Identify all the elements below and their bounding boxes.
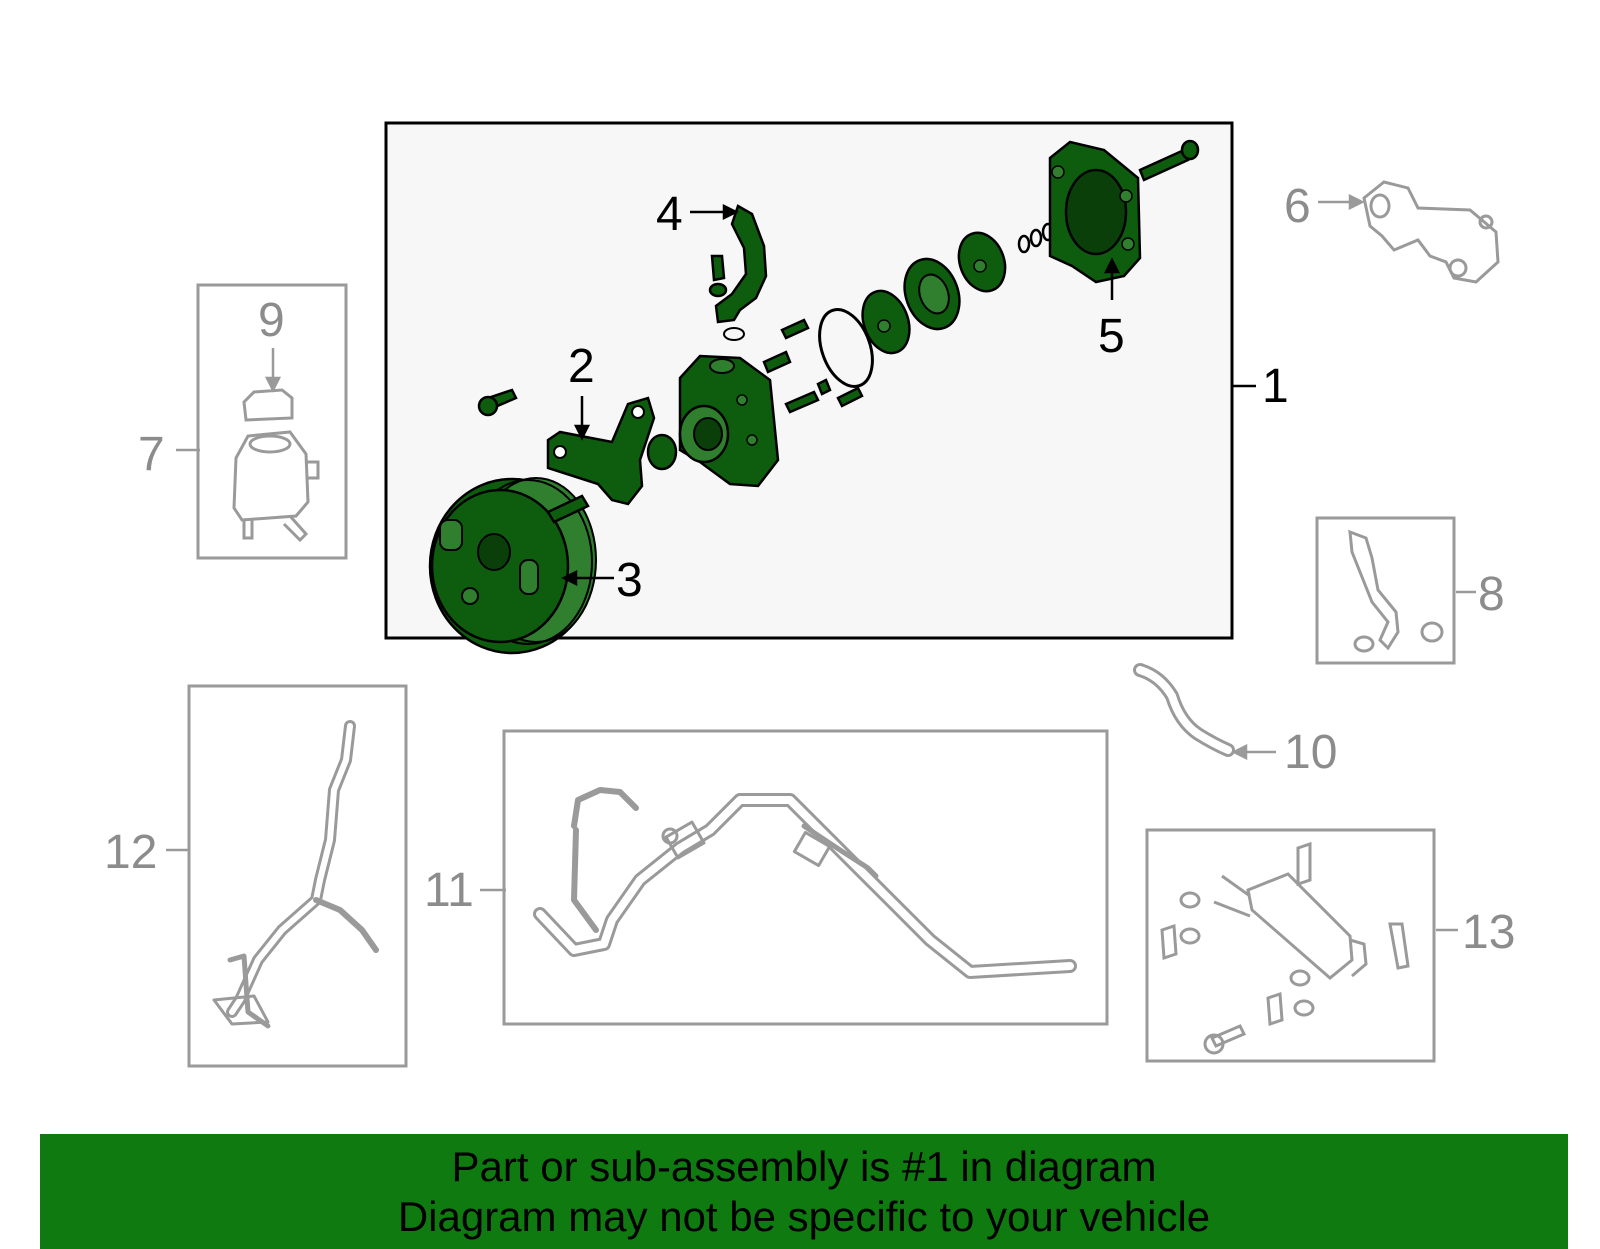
callout-1[interactable]: 1 bbox=[1262, 360, 1289, 413]
callout-3[interactable]: 3 bbox=[616, 554, 643, 607]
reservoir-cap[interactable] bbox=[242, 388, 294, 422]
callout-10[interactable]: 10 bbox=[1284, 726, 1337, 779]
pressure-hose-part[interactable] bbox=[533, 787, 1077, 979]
seal-ring[interactable] bbox=[646, 433, 678, 471]
fitting-bolt[interactable] bbox=[708, 254, 728, 298]
leader-line-10 bbox=[1231, 743, 1276, 761]
callout-12[interactable]: 12 bbox=[104, 826, 157, 879]
cover-bolt[interactable] bbox=[1138, 139, 1200, 182]
callout-4[interactable]: 4 bbox=[656, 188, 683, 241]
callout-6[interactable]: 6 bbox=[1284, 180, 1311, 233]
callout-9[interactable]: 9 bbox=[258, 294, 285, 347]
rotor-part[interactable] bbox=[895, 251, 968, 336]
leader-lines-reservoir bbox=[176, 348, 282, 452]
callout-7[interactable]: 7 bbox=[138, 428, 165, 481]
banner-line-2: Diagram may not be specific to your vehi… bbox=[397, 1192, 1211, 1240]
callout-2[interactable]: 2 bbox=[568, 340, 595, 393]
callout-13[interactable]: 13 bbox=[1462, 906, 1515, 959]
hose-box-12[interactable] bbox=[187, 684, 408, 1068]
o-ring[interactable] bbox=[810, 302, 882, 394]
bracket-part[interactable] bbox=[546, 396, 656, 506]
pulley-part[interactable] bbox=[428, 477, 597, 655]
cam-ring-part[interactable] bbox=[854, 284, 917, 359]
dowel-pins[interactable] bbox=[762, 318, 864, 414]
reservoir-tank[interactable] bbox=[232, 430, 320, 543]
rear-cover-part[interactable] bbox=[1048, 140, 1142, 284]
oil-cooler-part[interactable] bbox=[1213, 841, 1410, 980]
info-banner: Part or sub-assembly is #1 in diagram Di… bbox=[40, 1134, 1568, 1249]
callout-11[interactable]: 11 bbox=[424, 864, 474, 917]
side-plate-part[interactable] bbox=[951, 226, 1013, 297]
callout-5[interactable]: 5 bbox=[1098, 310, 1125, 363]
mount-bracket-part[interactable] bbox=[1362, 180, 1500, 284]
cooler-fasteners[interactable] bbox=[1160, 891, 1315, 1055]
pump-body-part[interactable] bbox=[678, 354, 780, 488]
bracket-bolt[interactable] bbox=[477, 388, 518, 417]
leader-lines-main bbox=[561, 203, 1256, 587]
return-hose-part[interactable] bbox=[1133, 663, 1235, 757]
clip-box[interactable] bbox=[1315, 516, 1456, 665]
clip-part[interactable] bbox=[1348, 529, 1444, 653]
suction-hose-part[interactable] bbox=[212, 720, 379, 1029]
banner-line-1: Part or sub-assembly is #1 in diagram bbox=[451, 1142, 1157, 1190]
leader-line-6 bbox=[1318, 193, 1365, 211]
callout-8[interactable]: 8 bbox=[1478, 568, 1505, 621]
pressure-hose-box[interactable] bbox=[502, 729, 1109, 1026]
pipe-fitting-part[interactable] bbox=[714, 204, 768, 341]
